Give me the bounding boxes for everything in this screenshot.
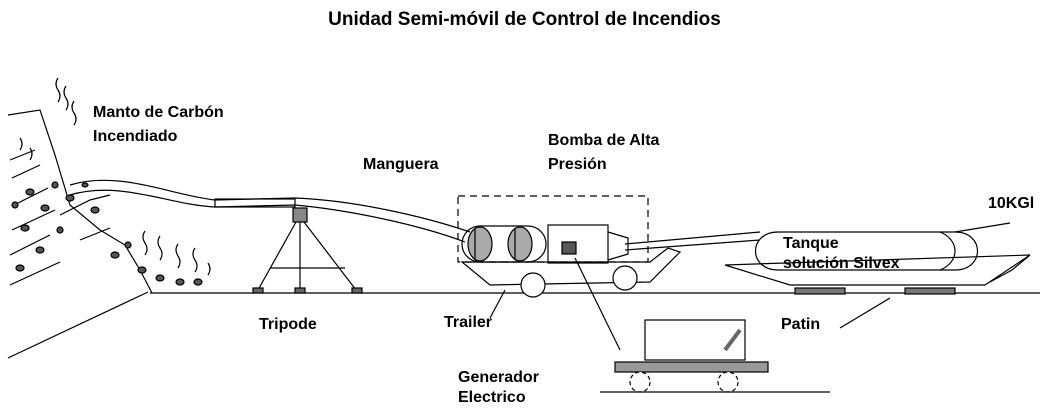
skid	[724, 254, 1031, 295]
skid-leader	[839, 297, 891, 329]
hose-label: Manguera	[363, 156, 439, 173]
tank-label-1: Tanque	[783, 235, 839, 252]
pump-label-1: Bomba de Alta	[548, 132, 660, 149]
trailer-label: Trailer	[444, 314, 493, 331]
tank-label-2: solución Silvex	[783, 255, 900, 272]
silvex-tank	[754, 222, 1011, 271]
trailer-leader	[489, 289, 506, 319]
tripod-label: Tripode	[259, 316, 317, 333]
tank-capacity-label: 10KGl	[988, 195, 1035, 212]
generator-label-1: Generador	[458, 369, 539, 386]
pump-label-2: Presión	[548, 156, 607, 173]
hose	[69, 179, 761, 251]
high-pressure-pump	[461, 224, 629, 264]
coal-seam-label-1: Manto de Carbón	[93, 104, 224, 121]
generator-label-2: Electrico	[458, 389, 526, 406]
diagram-title: Unidad Semi-móvil de Control de Incendio…	[328, 9, 721, 30]
burning-coal-seam	[7, 77, 211, 359]
trailer	[460, 247, 682, 298]
electric-generator	[574, 257, 830, 393]
coal-seam-label-2: Incendiado	[93, 128, 178, 145]
tripod	[252, 207, 363, 294]
skid-label: Patin	[781, 316, 821, 333]
